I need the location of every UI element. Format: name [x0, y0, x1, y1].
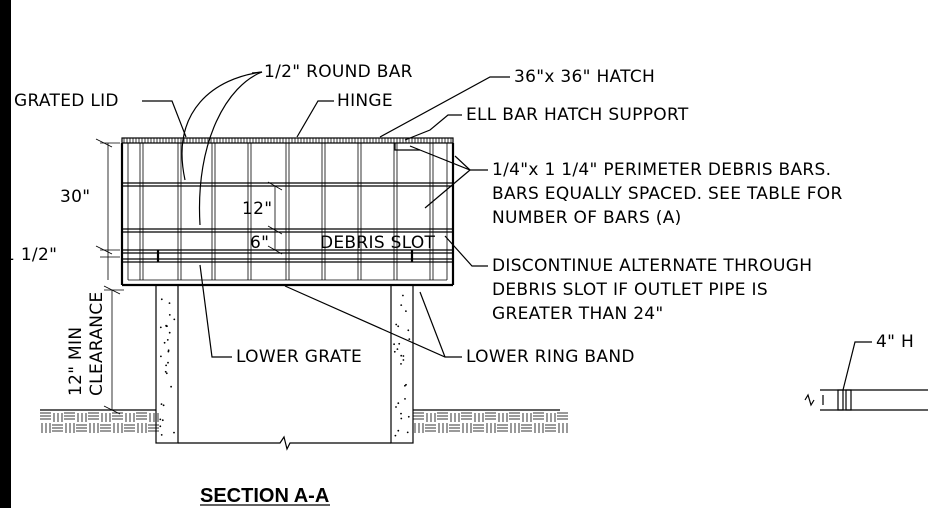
discontinue-label-2: DEBRIS SLOT IF OUTLET PIPE IS	[492, 280, 768, 300]
concrete-speckle	[160, 355, 162, 358]
concrete-speckle	[400, 354, 403, 357]
concrete-walls	[155, 284, 414, 451]
annotation-texts: 1/2" ROUND BAR 36"x 36" HATCH GRATED LID…	[4, 62, 914, 507]
concrete-speckle	[167, 361, 169, 364]
discontinue-label-3: GREATER THAN 24"	[492, 304, 664, 324]
concrete-speckle	[407, 415, 410, 418]
ground-hatch	[40, 409, 568, 433]
dim-6-label: 6"	[250, 233, 269, 253]
right-concrete-wall	[390, 284, 414, 444]
concrete-speckle	[168, 314, 171, 316]
concrete-speckle	[159, 425, 162, 428]
concrete-speckle	[160, 434, 163, 436]
concrete-speckle	[396, 348, 399, 350]
concrete-speckle	[397, 429, 400, 432]
concrete-speckle	[166, 339, 169, 341]
perimeter-bars-label-3: NUMBER OF BARS (A)	[492, 208, 682, 228]
left-concrete-wall	[155, 284, 179, 444]
concrete-speckles	[159, 294, 411, 437]
dim-1-half-label: 1 1/2"	[4, 245, 57, 265]
round-bar-label: 1/2" ROUND BAR	[264, 62, 413, 82]
concrete-speckle	[406, 431, 409, 434]
concrete-speckle	[165, 364, 168, 367]
hatch-label: 36"x 36" HATCH	[514, 67, 655, 87]
partial-4-label: 4" H	[876, 332, 914, 352]
ell-bar-label: ELL BAR HATCH SUPPORT	[466, 105, 689, 125]
concrete-speckle	[400, 417, 403, 420]
perimeter-debris-bars	[139, 143, 434, 280]
concrete-speckle	[402, 355, 405, 357]
break-line	[178, 435, 391, 451]
concrete-speckle	[394, 434, 397, 437]
dimensions	[95, 138, 283, 415]
concrete-speckle	[173, 318, 176, 321]
concrete-speckle	[400, 412, 402, 415]
concrete-speckle	[159, 418, 162, 421]
concrete-speckle	[397, 402, 400, 405]
grated-lid-label: GRATED LID	[14, 91, 119, 111]
concrete-speckle	[168, 302, 171, 304]
dim-12-label: 12"	[242, 199, 272, 219]
clearance-label-1: 12" MIN	[66, 327, 86, 396]
concrete-speckle	[165, 325, 168, 328]
concrete-speckle	[164, 370, 167, 373]
section-title: SECTION A-A	[200, 485, 329, 507]
concrete-speckle	[405, 310, 407, 312]
leader-lines	[142, 71, 872, 391]
dim-30-label: 30"	[60, 187, 90, 207]
concrete-speckle	[398, 342, 401, 345]
perimeter-bars-label-2: BARS EQUALLY SPACED. SEE TABLE FOR	[492, 184, 843, 204]
concrete-speckle	[405, 383, 407, 386]
debris-slot-label: DEBRIS SLOT	[320, 233, 436, 253]
lid-hatch	[123, 138, 452, 143]
concrete-speckle	[408, 338, 411, 340]
concrete-speckle	[393, 350, 396, 353]
left-border-bar	[0, 0, 11, 508]
concrete-speckle	[165, 372, 168, 375]
concrete-speckle	[173, 431, 175, 434]
concrete-speckle	[402, 359, 405, 361]
discontinue-label-1: DISCONTINUE ALTERNATE THROUGH	[492, 256, 812, 276]
concrete-speckle	[397, 325, 400, 328]
concrete-speckle	[404, 398, 406, 400]
concrete-speckle	[167, 349, 170, 352]
concrete-speckle	[400, 363, 402, 365]
concrete-speckle	[170, 385, 173, 388]
clearance-label-2: CLEARANCE	[87, 292, 107, 397]
concrete-speckle	[163, 341, 166, 344]
partial-detail	[804, 389, 928, 411]
concrete-speckle	[168, 331, 171, 334]
concrete-speckle	[160, 298, 163, 301]
concrete-speckle	[162, 404, 165, 407]
concrete-speckle	[160, 403, 163, 405]
concrete-speckle	[402, 294, 404, 297]
ell-bar-support	[394, 143, 420, 151]
concrete-speckle	[395, 323, 398, 326]
grate-cage	[120, 137, 455, 287]
lower-ring-band-label: LOWER RING BAND	[466, 347, 635, 367]
hinge-label: HINGE	[337, 91, 393, 111]
concrete-speckle	[400, 304, 403, 306]
concrete-speckle	[393, 343, 395, 346]
concrete-speckle	[395, 406, 397, 408]
concrete-speckle	[161, 419, 164, 422]
perimeter-bars-label-1: 1/4"x 1 1/4" PERIMETER DEBRIS BARS.	[492, 160, 831, 180]
concrete-speckle	[159, 326, 162, 329]
concrete-speckle	[407, 329, 410, 332]
lower-grate-label: LOWER GRATE	[236, 347, 362, 367]
